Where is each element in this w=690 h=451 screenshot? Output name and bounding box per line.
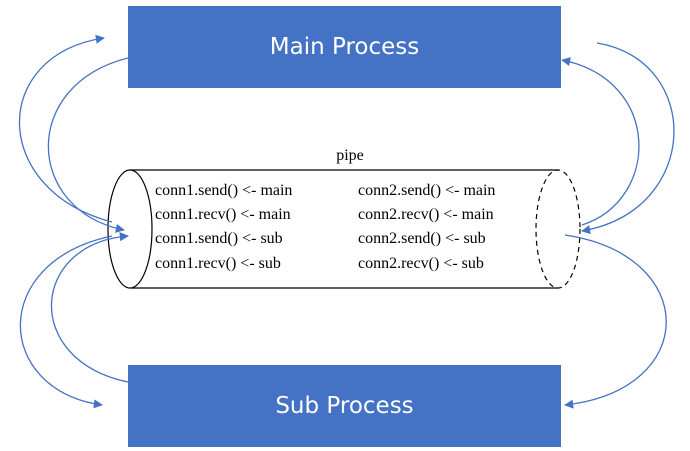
conn2-call-1: conn2.send() <- main [358,182,496,199]
conn2-call-4: conn2.recv() <- sub [358,255,484,272]
arrow-pipe-to-sub-outer [19,235,113,409]
conn1-call-2: conn1.recv() <- main [155,206,291,223]
arrow-pipe-to-sub-outer-right [564,234,667,409]
conn1-call-4: conn1.recv() <- sub [155,255,281,272]
arrow-sub-to-pipe-inner [50,232,129,383]
pipe-label: pipe [336,147,364,164]
pipe-left-end [107,169,153,289]
conn2-call-2: conn2.recv() <- main [358,206,494,223]
arrow-main-to-pipe-inner [47,57,129,233]
conn1-call-1: conn1.send() <- main [155,182,293,199]
sub-process-box: Sub Process [128,365,561,447]
pipe-cylinder [107,169,581,289]
pipe-right-end [535,169,581,289]
main-process-label: Main Process [269,34,420,60]
conn2-call-3: conn2.send() <- sub [358,230,486,247]
sub-process-label: Sub Process [275,393,414,419]
main-process-box: Main Process [128,6,561,88]
conn1-call-3: conn1.send() <- sub [155,230,283,247]
arrow-pipe-to-main-outer [18,34,113,223]
arrow-pipe-to-main-inner [561,57,640,226]
arrow-main-to-pipe-outer [581,42,675,235]
